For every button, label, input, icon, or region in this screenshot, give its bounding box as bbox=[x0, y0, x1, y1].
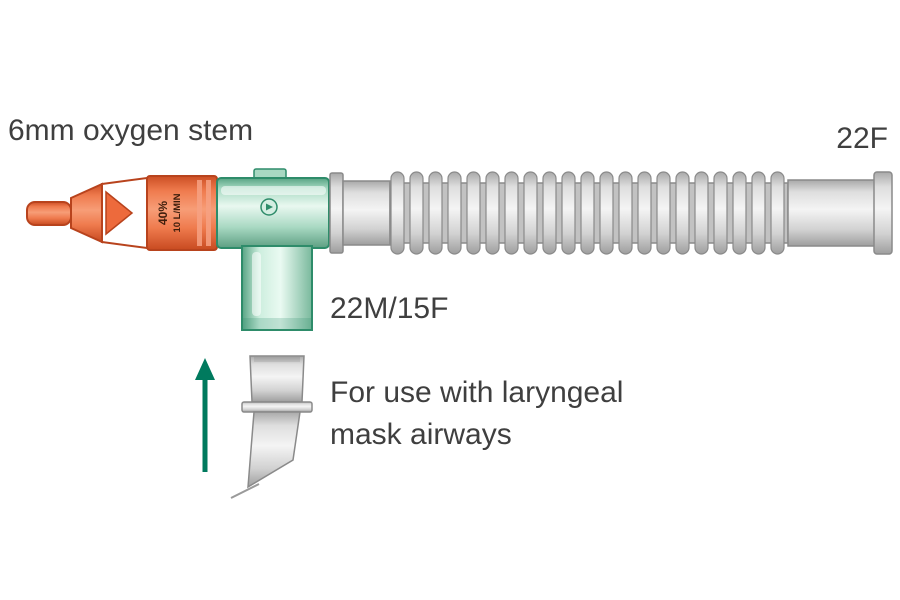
arrow-head bbox=[195, 358, 215, 380]
lma-cut-line bbox=[230, 483, 260, 499]
collar-ridge bbox=[197, 180, 202, 246]
corrugation-rib bbox=[694, 171, 709, 255]
cuff-smooth-tube bbox=[342, 180, 391, 246]
collar-rating-text: 40% 10 L/MIN bbox=[156, 193, 183, 232]
corrugation-rib bbox=[466, 171, 481, 255]
oxygen-stem-label: 6mm oxygen stem bbox=[8, 114, 253, 147]
corrugation-rib bbox=[542, 171, 557, 255]
corrugation-rib bbox=[504, 171, 519, 255]
corrugation-rib bbox=[599, 171, 614, 255]
corrugation-rib bbox=[713, 171, 728, 255]
corrugation-rib bbox=[675, 171, 690, 255]
lma-connector bbox=[230, 355, 313, 499]
corrugation-rib bbox=[770, 171, 785, 255]
corrugation-rib bbox=[523, 171, 538, 255]
patient-connector-22f bbox=[787, 171, 893, 255]
port-highlight bbox=[252, 252, 261, 316]
lma-opening-shade bbox=[254, 357, 300, 362]
tee-highlight bbox=[221, 186, 326, 195]
corrugated-tube bbox=[389, 171, 789, 255]
corrugation-rib bbox=[580, 171, 595, 255]
corrugation-rib bbox=[656, 171, 671, 255]
usage-label-line1: For use with laryngeal bbox=[330, 376, 623, 409]
oxygen-stem: 40% 10 L/MIN bbox=[26, 175, 218, 251]
lma-lower-tube bbox=[247, 411, 301, 489]
tee-connector bbox=[216, 168, 330, 331]
end-flange bbox=[873, 171, 893, 255]
corrugation-ribs bbox=[390, 171, 785, 255]
collar-ridge bbox=[206, 180, 211, 246]
lma-flange bbox=[241, 401, 313, 413]
corrugation-rib bbox=[751, 171, 766, 255]
venturi-cone bbox=[105, 190, 134, 236]
tube-cuff bbox=[329, 172, 391, 254]
oxygen-stem-tip bbox=[26, 201, 72, 226]
direction-arrow bbox=[195, 358, 215, 472]
collar-flow-label: 10 L/MIN bbox=[172, 193, 183, 232]
size-22f-label: 22F bbox=[836, 122, 888, 155]
corrugation-rib bbox=[428, 171, 443, 255]
corrugation-rib bbox=[732, 171, 747, 255]
usage-label-line2: mask airways bbox=[330, 418, 512, 451]
corrugation-rib bbox=[409, 171, 424, 255]
end-tube bbox=[787, 179, 879, 247]
cuff-flange bbox=[329, 172, 344, 254]
tee-emblem-mark bbox=[266, 203, 273, 211]
corrugation-rib bbox=[561, 171, 576, 255]
corrugation-rib bbox=[618, 171, 633, 255]
corrugation-rib bbox=[447, 171, 462, 255]
collar-percent-label: 40% bbox=[156, 201, 170, 225]
lma-upper-tube bbox=[249, 355, 305, 403]
size-22m15f-label: 22M/15F bbox=[330, 292, 448, 325]
corrugation-rib bbox=[637, 171, 652, 255]
corrugation-rib bbox=[390, 171, 405, 255]
port-rim-shade bbox=[243, 318, 311, 329]
corrugation-rib bbox=[485, 171, 500, 255]
oxygen-stem-flare bbox=[70, 182, 103, 244]
